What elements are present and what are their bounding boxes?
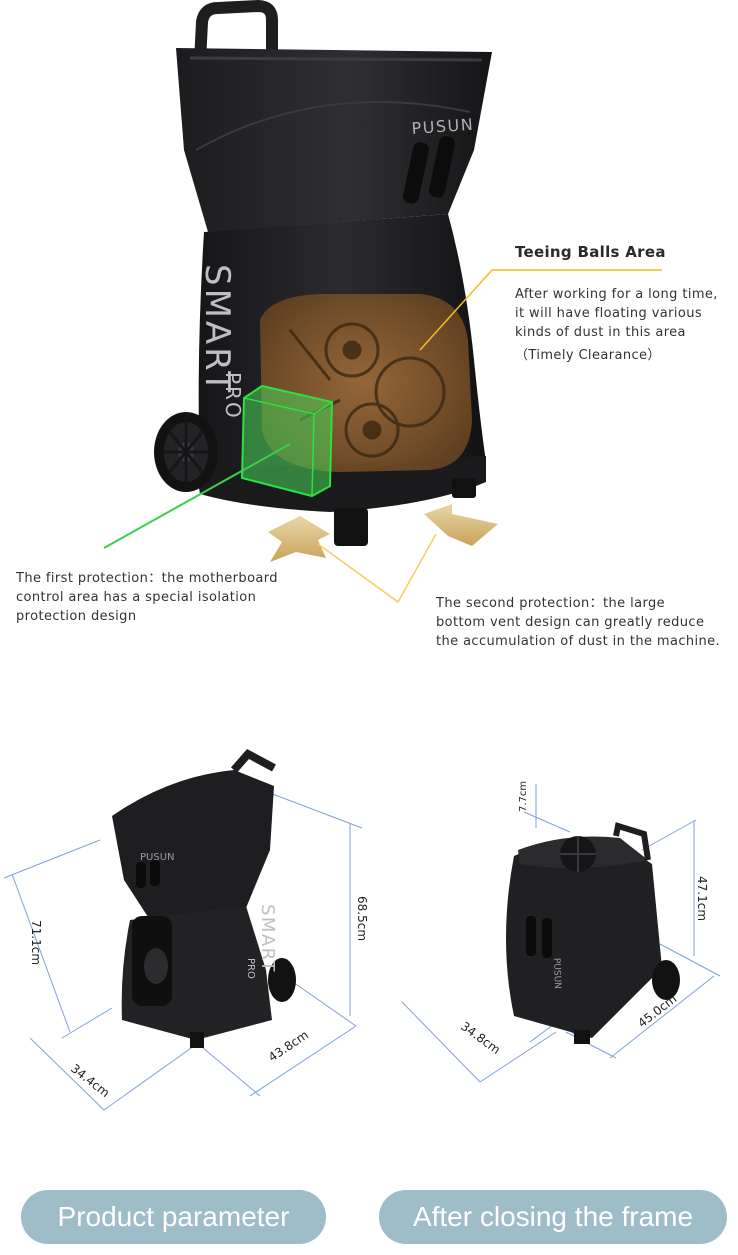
vent-arrow-right (424, 504, 498, 546)
top-gap-label: 7.7cm (518, 781, 529, 812)
vent-arrow-left (268, 516, 330, 562)
wheel (154, 412, 218, 492)
product-parameter-button[interactable]: Product parameter (21, 1190, 326, 1244)
second-protection-text: The second protection：the large bottom v… (436, 596, 721, 649)
top-machine-illustration: SMART PRO PUSUN (103, 0, 662, 604)
teeing-title: Teeing Balls Area (515, 243, 666, 261)
hopper-slot (429, 136, 455, 198)
machine-model-main: SMART (197, 264, 237, 395)
machine-model-sub: PRO (221, 372, 245, 420)
hopper-handle (194, 0, 278, 63)
after-closing-frame-button[interactable]: After closing the frame (379, 1190, 727, 1244)
height-label: 47.1cm (695, 876, 709, 921)
closed-frame-brand: PUSUN (551, 958, 562, 989)
closed-frame-dimension-diagram: PUSUN 7.7cm 47.1cm 45.0cm 34.8cm (401, 781, 721, 1083)
motherboard-control-area (240, 384, 334, 498)
height-left-label: 71.1cm (29, 920, 43, 965)
width-label: 34.4cm (68, 1061, 112, 1100)
open-frame-model-sub: PRO (245, 958, 256, 979)
teeing-leader-line (419, 269, 662, 351)
first-protection-leader-line (103, 443, 291, 549)
open-frame-hopper (112, 770, 274, 920)
internal-mechanism (288, 322, 446, 458)
open-frame-model-main: SMART (257, 904, 278, 973)
machine-brand: PUSUN (411, 115, 475, 138)
height-right-label: 68.5cm (355, 896, 369, 941)
first-protection-text: The first protection：the motherboard con… (16, 571, 278, 624)
teeing-description: After working for a long time, it will h… (515, 287, 718, 363)
open-frame-brand: PUSUN (140, 852, 175, 863)
width-label-closed: 34.8cm (458, 1019, 503, 1057)
depth-label-closed: 45.0cm (635, 992, 679, 1031)
foot (334, 508, 368, 546)
open-frame-dimension-diagram: PUSUN SMART PRO 71.1cm 68.5cm 43.8cm 34.… (3, 748, 369, 1111)
hopper-slot (403, 142, 429, 204)
depth-label: 43.8cm (266, 1028, 311, 1065)
foot (452, 478, 476, 498)
second-protection-leader-line (317, 533, 437, 604)
closed-frame-body (506, 838, 662, 1038)
